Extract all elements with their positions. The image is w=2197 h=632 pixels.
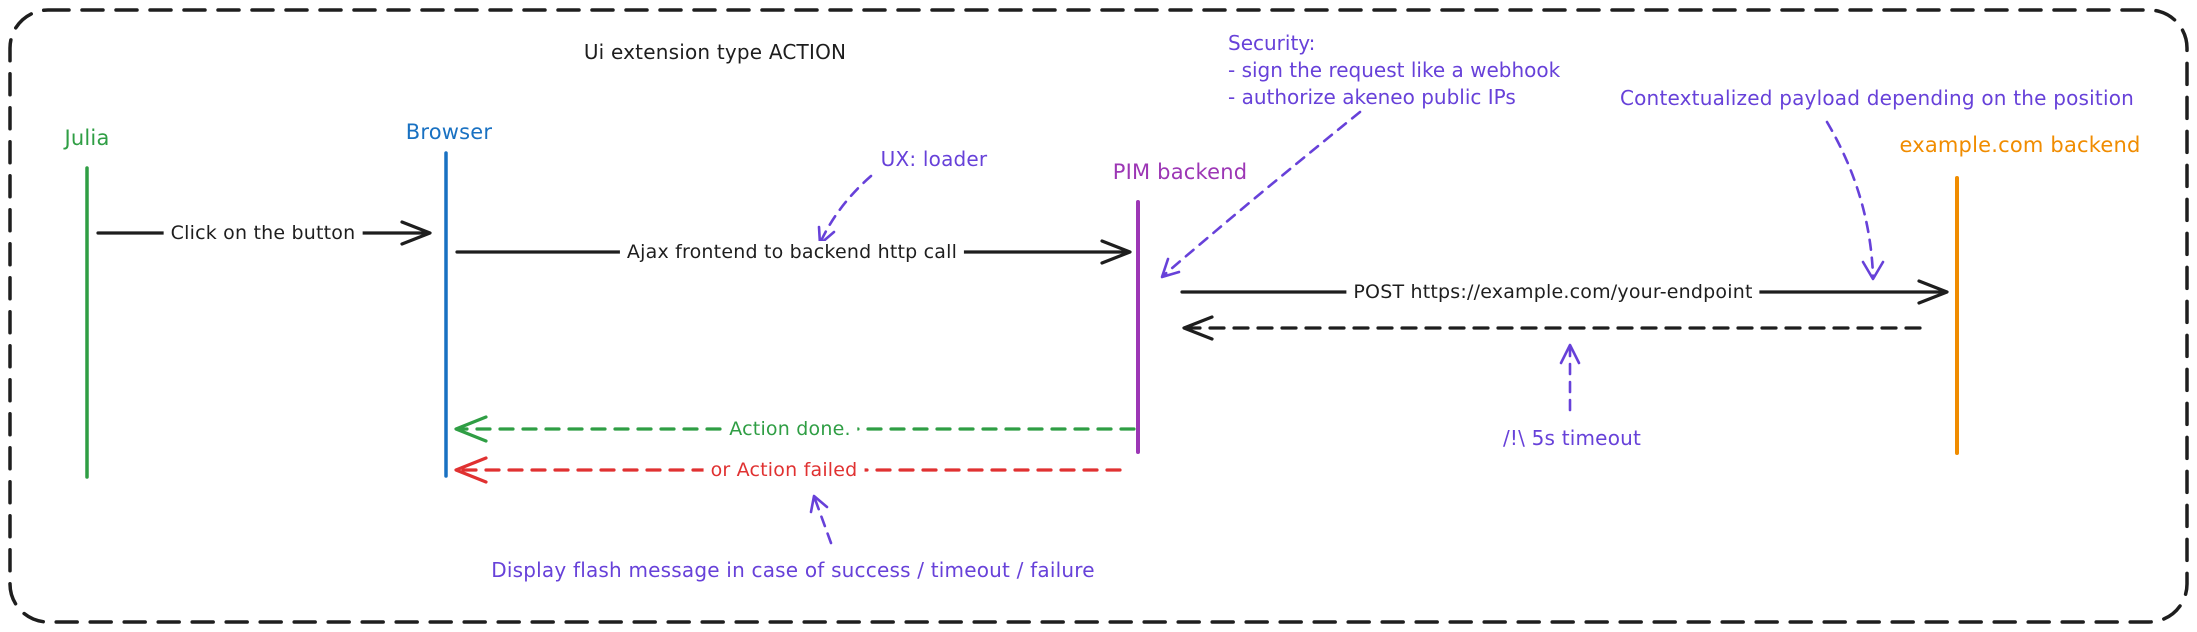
- pointerhead-contextualized: [1861, 260, 1885, 281]
- annotation-contextualized-payload: Contextualized payload depending on the …: [1619, 86, 2135, 110]
- annotation-security-heading: Security:: [1228, 31, 1316, 55]
- diagram-title: Ui extension type ACTION: [583, 40, 847, 64]
- arrowhead-ajax: [1100, 239, 1132, 265]
- diagram-border: [8, 8, 2189, 624]
- actor-label-pim-backend: PIM backend: [1112, 160, 1248, 184]
- pointerhead-security: [1160, 257, 1181, 279]
- message-label-action-failed: or Action failed: [703, 459, 865, 481]
- pointer-contextualized: [1825, 120, 1875, 278]
- annotation-security-block: Security: - sign the request like a webh…: [1228, 30, 1560, 111]
- annotation-ux-loader: UX: loader: [880, 147, 988, 171]
- pointer-security: [1162, 110, 1362, 277]
- arrowhead-post: [1917, 279, 1949, 305]
- arrowhead-action-failed: [454, 456, 488, 484]
- pointerhead-timeout: [1559, 343, 1581, 365]
- message-label-click-on-button: Click on the button: [163, 222, 363, 244]
- actor-label-julia: Julia: [64, 126, 110, 150]
- arrowhead-click: [400, 220, 432, 246]
- pointerhead-flash-message: [809, 494, 829, 514]
- message-label-ajax-call: Ajax frontend to backend http call: [619, 241, 965, 263]
- actor-label-browser: Browser: [405, 120, 493, 144]
- annotation-flash-message: Display flash message in case of success…: [491, 558, 1095, 582]
- arrowhead-action-done: [454, 415, 488, 443]
- pointer-ux-loader: [819, 174, 873, 243]
- pointer-flash-message: [813, 497, 833, 545]
- annotation-security-item: - authorize akeneo public IPs: [1228, 85, 1516, 109]
- message-label-action-done: Action done.: [722, 418, 858, 440]
- message-label-post-endpoint: POST https://example.com/your-endpoint: [1346, 281, 1760, 303]
- arrowhead-response: [1182, 315, 1214, 341]
- lifelines: [85, 151, 1959, 479]
- actor-label-example-backend: example.com backend: [1899, 133, 2141, 157]
- annotation-security-item: - sign the request like a webhook: [1228, 58, 1561, 82]
- annotation-5s-timeout: /!\ 5s timeout: [1502, 426, 1642, 450]
